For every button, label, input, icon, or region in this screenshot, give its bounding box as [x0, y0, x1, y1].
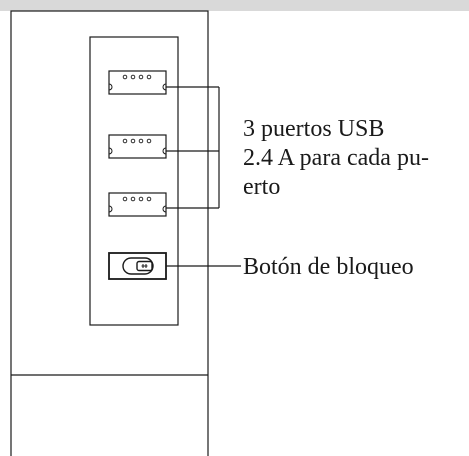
usb-port-3 [108, 192, 167, 217]
usb-port-1 [108, 70, 167, 95]
lock-icon [122, 257, 154, 275]
usb-port-left-notch [108, 83, 113, 91]
usb-port-right-notch [162, 83, 167, 91]
usb-bracket-leader [166, 86, 220, 209]
usb-port-pins [122, 74, 152, 80]
port-panel [89, 36, 179, 326]
device-body [10, 10, 209, 456]
usb-port-2 [108, 134, 167, 159]
usb-ports-callout: 3 puertos USB 2.4 A para cada pu- erto [243, 115, 429, 202]
usb-port-pins [122, 196, 152, 202]
lock-button [108, 252, 167, 280]
top-bar [0, 0, 469, 11]
usb-callout-line-3: erto [243, 174, 281, 200]
usb-port-right-notch [162, 147, 167, 155]
usb-port-left-notch [108, 147, 113, 155]
usb-port-right-notch [162, 205, 167, 213]
usb-port-left-notch [108, 205, 113, 213]
lock-button-callout: Botón de bloqueo [243, 254, 414, 280]
usb-callout-line-2: 2.4 A para cada pu- [243, 145, 429, 171]
usb-port-pins [122, 138, 152, 144]
usb-callout-line-1: 3 puertos USB [243, 116, 385, 142]
